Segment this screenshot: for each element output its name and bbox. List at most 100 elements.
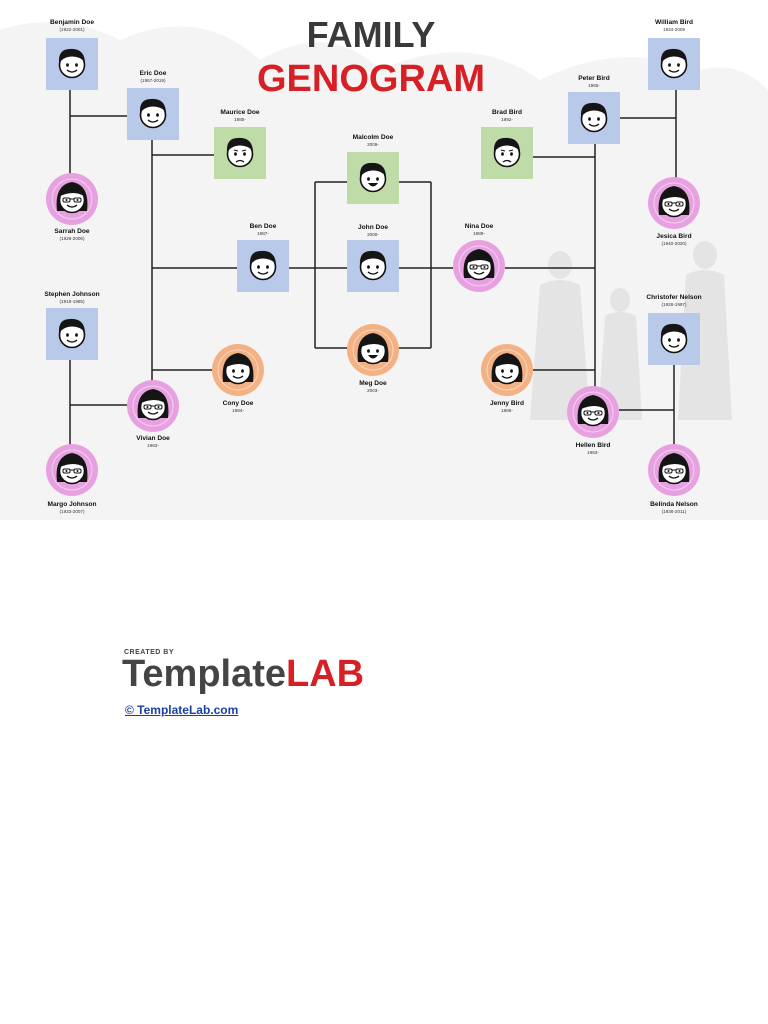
person-name: William Bird [655, 19, 693, 26]
mouth-smile [668, 344, 680, 348]
eye-left [232, 369, 235, 373]
hair-fringe [60, 186, 84, 196]
eye-left [667, 203, 670, 205]
eye-left [146, 406, 149, 408]
eye-right [76, 470, 79, 472]
mouth-laugh [368, 183, 378, 187]
circle-inner-ring [51, 449, 93, 491]
person-name: Vivian Doe [136, 435, 170, 442]
mouth-smile [367, 271, 379, 275]
eye-right [241, 369, 244, 373]
eye-right [483, 266, 486, 268]
person-years: (1922-2001) [59, 27, 84, 32]
person-name: Hellen Bird [576, 442, 611, 449]
circle-inner-ring [486, 349, 528, 391]
eye-left [472, 266, 475, 268]
glasses-right-lens [675, 468, 684, 474]
mouth-smile [668, 208, 680, 212]
glasses-right-lens [594, 410, 603, 416]
person-years: 2009- [367, 142, 379, 147]
hair-shape [226, 137, 253, 152]
eye-right [678, 470, 681, 472]
eye-left [367, 265, 370, 269]
hair-shape [58, 48, 85, 63]
mouth-smile [668, 475, 680, 479]
connector-lines [69, 90, 677, 446]
templatelab-logo: TemplateLAB [122, 653, 364, 696]
eye-right [677, 63, 680, 67]
mouth-laugh [368, 355, 378, 359]
person-christofer: Christofer Nelson(1928-1997) [646, 294, 702, 365]
hair-fringe [467, 253, 491, 263]
eye-left [147, 113, 150, 117]
person-belinda: Belinda Nelson(1936-2011) [648, 444, 700, 514]
mouth-smile [66, 69, 78, 73]
hair-fringe [226, 357, 250, 367]
person-name: Ben Doe [250, 223, 277, 230]
eye-left [367, 177, 370, 181]
person-benjamin: Benjamin Doe(1922-2001) [46, 19, 98, 90]
person-margo: Margo Johnson(1933-2007) [46, 444, 98, 514]
eye-right [75, 63, 78, 67]
person-years: 1985- [234, 117, 246, 122]
circle-inner-ring [572, 391, 614, 433]
eye-left [367, 349, 370, 353]
person-years: (1928-1997) [661, 302, 686, 307]
person-nodes: Benjamin Doe(1922-2001) Eric Doe(1957-201… [44, 19, 701, 514]
mouth-smile [66, 339, 78, 343]
person-name: Belinda Nelson [650, 501, 698, 508]
mouth-smile [668, 69, 680, 73]
glasses-left-lens [664, 468, 673, 474]
person-name: Eric Doe [140, 70, 167, 77]
person-jessica: Jesica Bird(1940-2020) [648, 177, 700, 246]
silhouette-figures [530, 241, 732, 420]
templatelab-link[interactable]: © TemplateLab.com [125, 703, 239, 717]
person-name: Jenny Bird [490, 400, 524, 407]
circle-inner-ring [458, 245, 500, 287]
eye-right [510, 369, 513, 373]
glasses-left-lens [469, 264, 478, 270]
eye-right [510, 152, 513, 156]
person-years: (1918-1985) [59, 299, 84, 304]
mouth-smile [66, 475, 78, 479]
person-years: 2003- [367, 388, 379, 393]
glasses-left-lens [664, 201, 673, 207]
person-years: 2000- [367, 232, 379, 237]
person-years: 1965- [588, 83, 600, 88]
mouth-smile [473, 271, 485, 275]
glasses-right-lens [480, 264, 489, 270]
person-name: Benjamin Doe [50, 19, 94, 26]
person-years: 1963- [147, 443, 159, 448]
person-name: Sarrah Doe [54, 228, 90, 235]
glasses-left-lens [583, 410, 592, 416]
person-name: Cony Doe [223, 400, 254, 407]
glasses-left-lens [62, 197, 71, 203]
mouth-smile [147, 411, 159, 415]
eyebrow-left [233, 149, 239, 152]
glasses-right-lens [73, 197, 82, 203]
person-years: 1984- [232, 408, 244, 413]
hair-shape [249, 250, 276, 265]
eyebrow-left [500, 149, 506, 152]
person-name: Christofer Nelson [646, 294, 701, 301]
person-name: Meg Doe [359, 380, 387, 387]
eye-right [243, 152, 246, 156]
mouth-smile [588, 123, 600, 127]
person-sarah: Sarrah Doe(1928-2006) [46, 173, 98, 241]
mouth-smile [66, 204, 78, 208]
person-years: (1957-2019) [140, 78, 165, 83]
logo-created-by: CREATED BY [124, 649, 174, 656]
person-name: Nina Doe [465, 223, 494, 230]
eye-right [157, 406, 160, 408]
glasses-right-lens [154, 404, 163, 410]
